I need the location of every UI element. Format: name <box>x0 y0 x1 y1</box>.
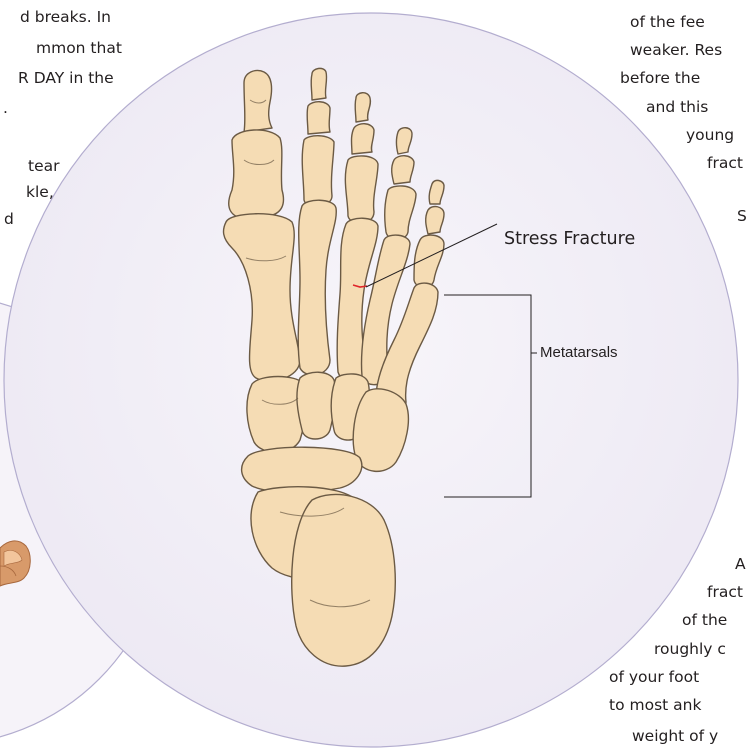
toe-skin-shape <box>0 541 30 586</box>
